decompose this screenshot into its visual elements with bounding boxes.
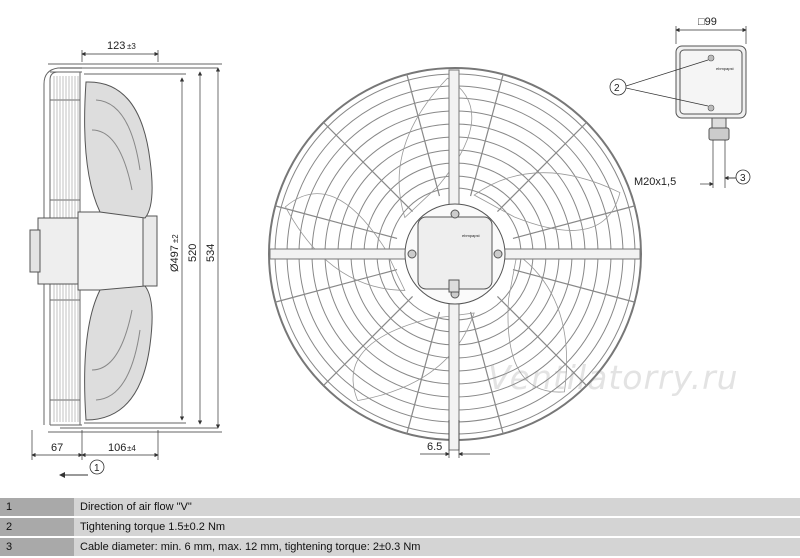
guard-spoke [323, 296, 413, 386]
fan-blade [284, 193, 406, 291]
guard-spoke [275, 268, 398, 303]
legend-text: Direction of air flow "V" [74, 498, 800, 518]
motor-terminal-box-front [404, 203, 506, 305]
callout-1-circle [89, 459, 105, 475]
guard-spoke [512, 205, 635, 240]
guard-spoke [406, 311, 441, 434]
guard-spoke [469, 311, 504, 434]
legend-row: 1 Direction of air flow "V" [0, 498, 800, 518]
legend-row: 2 Tightening torque 1.5±0.2 Nm [0, 517, 800, 538]
guard-spoke [497, 296, 587, 386]
dim-6-5-label: 6.5 [427, 441, 442, 453]
callout-2-circle [609, 78, 627, 96]
guard-spoke [497, 122, 587, 212]
dim-67-label: 67 [51, 442, 63, 454]
legend-table: 1 Direction of air flow "V" 2 Tightening… [0, 498, 800, 558]
technical-drawing: 123 ±3 Ø497±2 520 534 67 106 ±4 [29, 16, 751, 478]
dim-99-label: □99 [698, 16, 717, 28]
guard-spoke [275, 205, 398, 240]
fan-blade [507, 253, 567, 393]
fan-blade [473, 172, 621, 231]
dim-534-label: 534 [205, 244, 217, 262]
legend-number: 2 [0, 517, 74, 538]
dim-520-label: 520 [187, 244, 199, 262]
guard-spoke [406, 74, 441, 197]
guard-spoke [512, 268, 635, 303]
front-view: ebmpapst 6.5 [268, 67, 642, 458]
terminal-screw-bottom [707, 104, 715, 112]
callout-1-label: 1 [94, 463, 100, 474]
dim-106-label: 106 [108, 442, 126, 454]
dim-106-tol: ±4 [127, 444, 136, 453]
motor-box-logo: ebmpapst [462, 233, 480, 238]
dim-verticals [48, 63, 222, 433]
guard-spoke [323, 122, 413, 212]
guard-spokes [275, 74, 635, 434]
side-blade-top [84, 81, 153, 219]
legend-number: 1 [0, 498, 74, 518]
guard-spoke [469, 74, 504, 197]
callout-3-circle [735, 169, 751, 185]
thread-label: M20x1,5 [634, 176, 676, 188]
dim-bottom [31, 430, 159, 460]
dim-99 [675, 26, 747, 44]
callout-3-label: 3 [740, 173, 746, 184]
side-motor [29, 211, 158, 291]
legend-row: 3 Cable diameter: min. 6 mm, max. 12 mm,… [0, 537, 800, 558]
dim-6-5 [420, 420, 490, 458]
legend-text: Tightening torque 1.5±0.2 Nm [74, 517, 800, 538]
callout-2-label: 2 [614, 83, 620, 94]
side-view: 123 ±3 Ø497±2 520 534 67 106 ±4 [29, 40, 222, 478]
terminal-box-detail: ebmpapst □99 2 M20x1,5 3 [609, 16, 751, 188]
dim-123-tol: ±3 [127, 42, 136, 51]
dim-123-label: 123 [107, 40, 125, 52]
dim-123 [81, 50, 159, 62]
legend-text: Cable diameter: min. 6 mm, max. 12 mm, t… [74, 537, 800, 558]
side-blade-bottom [84, 285, 153, 421]
dim-diameter-label: Ø497±2 [169, 234, 181, 272]
terminal-box-logo: ebmpapst [716, 66, 734, 71]
callout-2-leaders [625, 59, 709, 107]
fan-blade [398, 77, 473, 219]
legend-number: 3 [0, 537, 74, 558]
terminal-screw-top [707, 54, 715, 62]
